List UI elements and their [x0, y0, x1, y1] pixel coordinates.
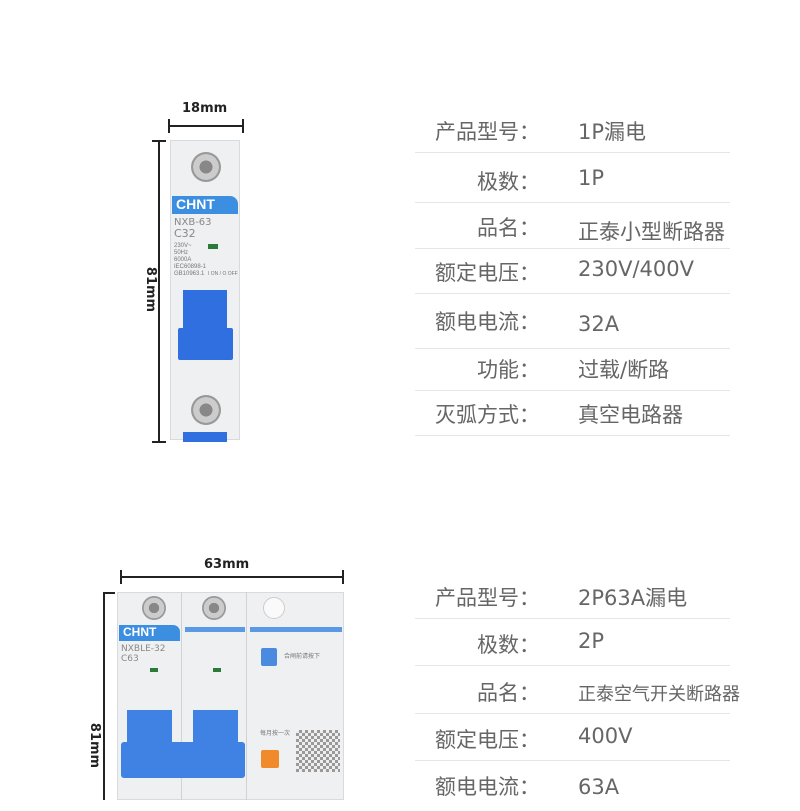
divider — [246, 592, 247, 800]
spec-value: 正泰小型断路器 — [578, 220, 725, 244]
divider — [415, 665, 730, 666]
rating: C63 — [121, 654, 139, 664]
divider — [415, 618, 730, 619]
spec-value: 2P — [578, 629, 605, 653]
qr-code — [296, 730, 340, 772]
screw-terminal — [202, 596, 226, 620]
indicator — [150, 668, 158, 672]
width-line — [168, 125, 243, 127]
tick — [168, 119, 170, 133]
spec-value: 2P63A漏电 — [578, 586, 688, 610]
spec-line: 230V~ — [174, 243, 192, 249]
indicator — [208, 244, 218, 249]
height-line — [158, 140, 160, 442]
spec-value: 1P — [578, 166, 605, 190]
spec-label: 极数： — [477, 170, 540, 194]
lever-tie-bar[interactable] — [121, 742, 245, 778]
label-strip — [185, 627, 245, 632]
tick — [103, 592, 115, 594]
spec-label: 产品型号： — [435, 120, 540, 144]
monthly-note: 每月按一次 — [260, 731, 291, 737]
spec-label: 产品型号： — [435, 586, 540, 610]
divider — [415, 760, 730, 761]
divider — [415, 348, 730, 349]
tick — [342, 570, 344, 584]
spec-value: 230V/400V — [578, 257, 694, 281]
toggle-lever-base[interactable] — [178, 328, 233, 360]
height-dimension: 81mm — [87, 722, 103, 769]
divider — [415, 293, 730, 294]
test-note: 合闸前请按下 — [284, 654, 321, 660]
spec-line: 6000A — [174, 257, 192, 263]
indicator — [213, 668, 221, 672]
divider — [415, 152, 730, 153]
height-dimension: 81mm — [143, 266, 159, 313]
spec-value: 32A — [578, 312, 620, 336]
spec-row: 灭弧方式： 真空电路器 — [400, 399, 740, 439]
spec-row: 功能： 过载/断路 — [400, 354, 740, 394]
spec-row: 额电电流： 63A — [400, 771, 740, 811]
spec-line: 50Hz — [174, 250, 189, 256]
spec-value: 正泰空气开关断路器 — [578, 684, 740, 705]
divider — [415, 202, 730, 203]
divider — [181, 592, 182, 800]
height-line — [103, 592, 105, 800]
spec-label: 额电电流： — [435, 310, 540, 334]
spec-value: 400V — [578, 724, 633, 748]
toggle-lever[interactable] — [183, 290, 227, 330]
tick — [152, 441, 166, 443]
width-dimension: 63mm — [204, 557, 250, 572]
spec-row: 额定电压： 230V/400V — [400, 257, 740, 297]
spec-row: 额电电流： 32A — [400, 306, 740, 349]
spec-label: 灭弧方式： — [435, 403, 540, 427]
spec-label: 极数： — [477, 633, 540, 657]
width-dimension: 18mm — [182, 101, 228, 116]
divider — [415, 248, 730, 249]
reset-hole — [263, 597, 285, 619]
tick — [242, 119, 244, 133]
spec-row: 产品型号： 2P63A漏电 — [400, 582, 740, 622]
spec-label: 品名： — [477, 216, 540, 240]
model: NXBLE-32 — [121, 644, 166, 654]
spec-label: 额电电流： — [435, 775, 540, 799]
spec-value: 1P漏电 — [578, 120, 647, 144]
spec-value: 过载/断路 — [578, 358, 670, 382]
screw-terminal — [191, 395, 221, 425]
brand-logo: CHNT — [172, 196, 238, 214]
spec-label: 品名： — [477, 681, 540, 705]
model: NXB-63 — [174, 217, 212, 228]
divider — [415, 435, 730, 436]
divider — [415, 713, 730, 714]
spec-row: 极数： 1P — [400, 166, 740, 206]
spec-label: 额定电压： — [435, 261, 540, 285]
spec-label: 额定电压： — [435, 728, 540, 752]
brand-logo: CHNT — [119, 625, 180, 641]
width-line — [120, 576, 343, 578]
screw-terminal — [142, 596, 166, 620]
din-clip — [183, 432, 227, 442]
spec-value: 63A — [578, 775, 620, 799]
tick — [152, 140, 166, 142]
rating: C32 — [174, 227, 196, 240]
spec-row: 极数： 2P — [400, 629, 740, 669]
spec-row: 品名： 正泰小型断路器 — [400, 212, 740, 252]
spec-line: IEC60898-1 — [174, 264, 207, 270]
spec-row: 产品型号： 1P漏电 — [400, 116, 740, 156]
switch-text: I ON / O OFF — [208, 271, 238, 277]
test-press-button[interactable] — [261, 750, 279, 768]
spec-row: 额定电压： 400V — [400, 724, 740, 764]
divider — [415, 390, 730, 391]
screw-terminal — [191, 152, 221, 182]
label-strip — [250, 627, 342, 632]
spec-row: 品名： 正泰空气开关断路器 — [400, 677, 740, 717]
spec-line: GB10963.1 — [174, 271, 205, 277]
spec-label: 功能： — [477, 358, 540, 382]
spec-value: 真空电路器 — [578, 403, 683, 427]
tick — [120, 570, 122, 584]
test-button[interactable] — [261, 648, 277, 666]
